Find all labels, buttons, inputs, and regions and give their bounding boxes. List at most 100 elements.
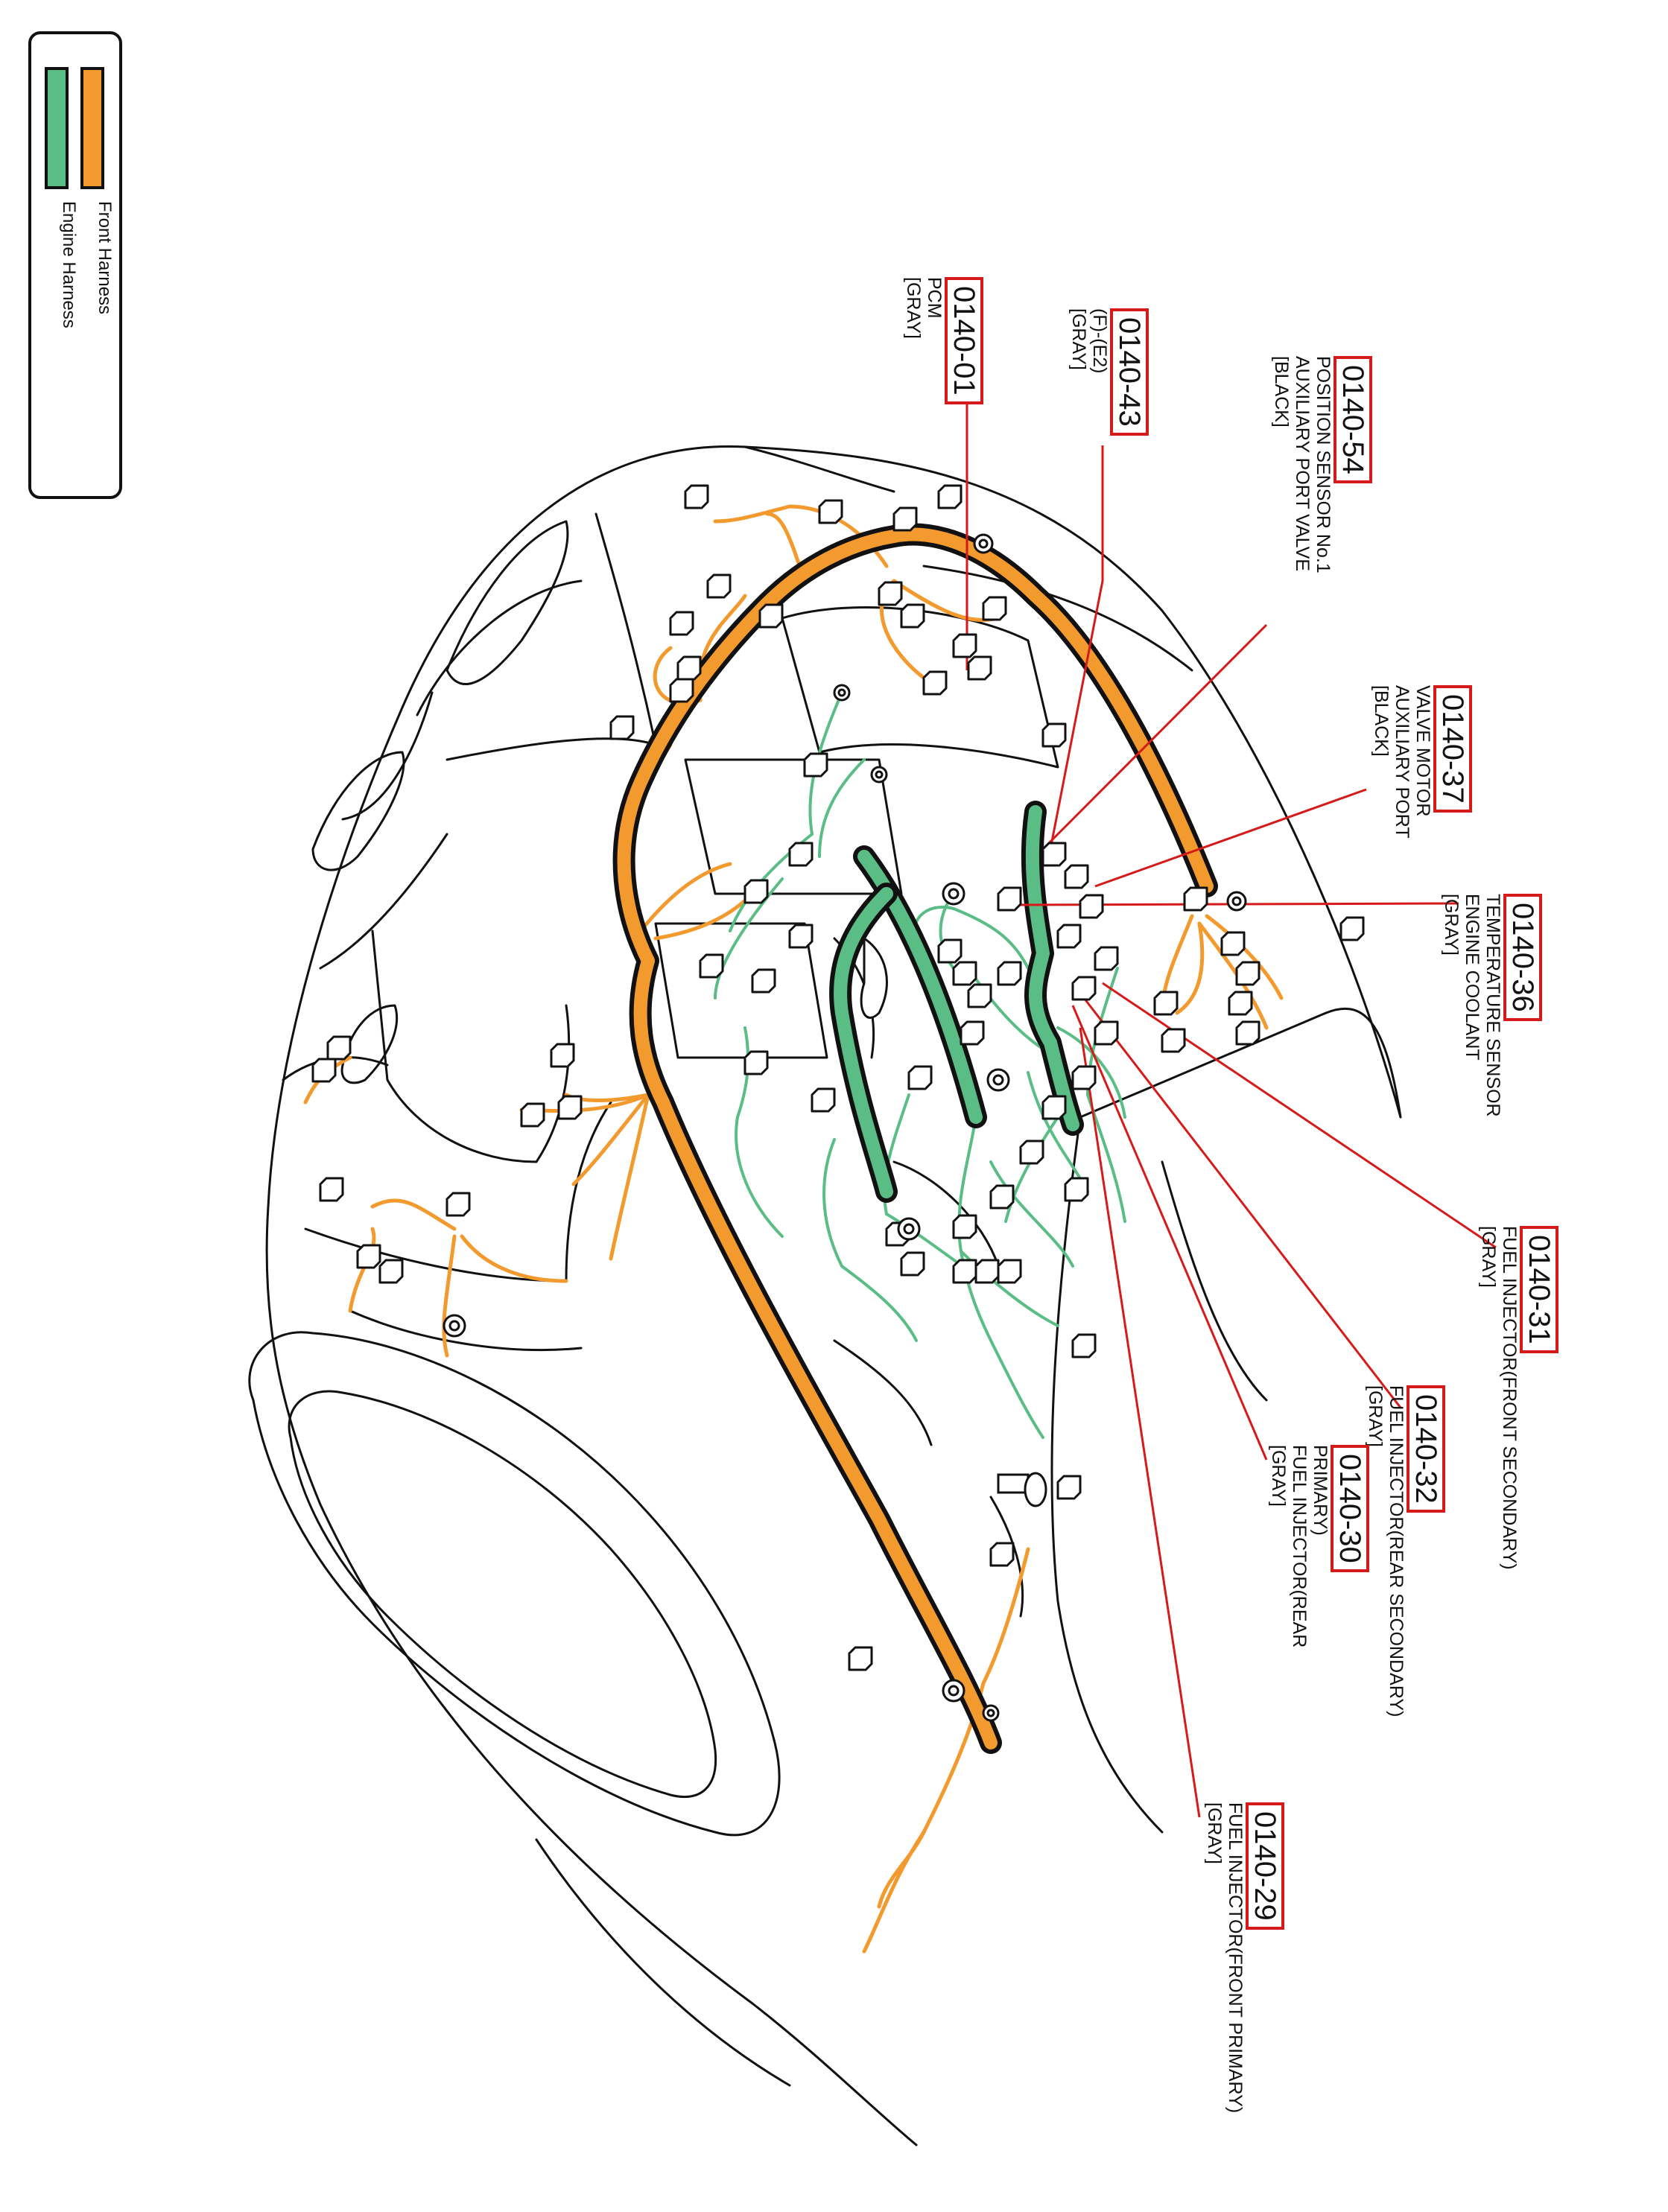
connector xyxy=(1041,842,1067,867)
ring-connectors xyxy=(443,533,1247,1722)
ring-connector xyxy=(973,533,994,554)
connector xyxy=(743,879,769,904)
connector xyxy=(952,633,977,658)
connector xyxy=(788,842,814,867)
connector xyxy=(669,611,694,636)
engine-harness-main xyxy=(829,801,1084,1203)
connector xyxy=(706,573,732,599)
callout-desc-line: [GRAY] xyxy=(1268,1445,1289,1507)
connector xyxy=(900,603,925,629)
callout-code[interactable]: 0140-30 xyxy=(1331,1445,1369,1572)
connector xyxy=(1094,1020,1119,1046)
connector xyxy=(319,1177,344,1202)
connector xyxy=(669,678,694,703)
callout-code[interactable]: 0140-01 xyxy=(945,277,983,404)
connector xyxy=(1153,991,1179,1016)
ring-connector xyxy=(986,1068,1010,1092)
connector xyxy=(952,961,977,986)
connector xyxy=(1071,1065,1097,1090)
callout-desc-line: [GRAY] xyxy=(1204,1802,1225,1864)
connector xyxy=(684,484,709,509)
callout-desc-line: VALVE MOTOR xyxy=(1412,685,1433,817)
connector xyxy=(1019,1140,1044,1165)
connector xyxy=(1161,1028,1186,1053)
connector xyxy=(997,1259,1022,1284)
connector xyxy=(1183,886,1208,912)
connector xyxy=(997,961,1022,986)
connector xyxy=(1235,1020,1260,1046)
callout-ect: 0140-36 TEMPERATURE SENSOR ENGINE COOLAN… xyxy=(1441,894,1542,1117)
callout-desc-line: [BLACK] xyxy=(1271,356,1292,428)
front-harness-swatch xyxy=(80,67,104,189)
leader-lines xyxy=(965,400,1497,1818)
connector xyxy=(1094,946,1119,971)
connector xyxy=(967,655,992,681)
callout-desc-line: [GRAY] xyxy=(1478,1226,1499,1288)
connector xyxy=(1041,722,1067,748)
connector xyxy=(1041,1095,1067,1120)
callout-desc-line: [BLACK] xyxy=(1371,685,1392,757)
ring-connector xyxy=(1226,891,1247,912)
callout-code[interactable]: 0140-31 xyxy=(1520,1226,1558,1353)
connector xyxy=(1339,916,1365,941)
connector xyxy=(356,1244,381,1269)
legend: Front Harness Engine Harness xyxy=(28,31,122,499)
callout-apv-motor: 0140-37 VALVE MOTOR AUXILIARY PORT [BLAC… xyxy=(1371,685,1472,839)
engine-harness-branches xyxy=(714,691,1126,1439)
connector xyxy=(1235,961,1260,986)
connector xyxy=(557,1095,583,1120)
connector xyxy=(982,596,1007,621)
ring-connector xyxy=(982,1704,1000,1722)
connector xyxy=(922,670,948,696)
callout-pcm: 0140-01 PCM [GRAY] xyxy=(903,277,983,404)
callout-desc-line: FUEL INJECTOR(REAR xyxy=(1289,1445,1310,1648)
connector xyxy=(520,1102,545,1128)
filler-cap xyxy=(860,936,1047,1507)
connector xyxy=(743,1050,769,1075)
connector xyxy=(378,1259,404,1284)
connector xyxy=(907,1065,933,1090)
connector xyxy=(967,983,992,1008)
connector xyxy=(676,655,702,681)
callout-desc-line: PRIMARY) xyxy=(1310,1445,1331,1536)
ring-connector xyxy=(942,1679,965,1703)
connector xyxy=(997,886,1022,912)
ring-connector xyxy=(833,684,851,702)
callout-injector-front-primary: 0140-29 FUEL INJECTOR(FRONT PRIMARY) [GR… xyxy=(1204,1802,1284,2113)
connector xyxy=(1220,931,1246,956)
connectors xyxy=(311,484,1365,1671)
connector xyxy=(811,1087,836,1113)
callout-desc-line: (F)-(E2) xyxy=(1089,308,1110,374)
connector xyxy=(974,1259,1000,1284)
front-harness-main xyxy=(612,523,1218,1754)
connector xyxy=(1071,1333,1097,1358)
callout-desc-line: [GRAY] xyxy=(1068,308,1089,370)
connector xyxy=(1064,1177,1089,1202)
connector xyxy=(818,499,843,524)
callout-injector-rear-secondary: 0140-32 FUEL INJECTOR(REAR SECONDARY) [G… xyxy=(1365,1385,1445,1717)
callout-code[interactable]: 0140-43 xyxy=(1110,308,1149,436)
connector xyxy=(892,506,918,532)
callout-f-e2: 0140-43 (F)-(E2) [GRAY] xyxy=(1068,308,1149,436)
connector xyxy=(699,953,724,979)
connector xyxy=(550,1043,575,1068)
connector xyxy=(788,924,814,949)
callout-code[interactable]: 0140-32 xyxy=(1407,1385,1445,1513)
connector xyxy=(960,1020,985,1046)
callout-code[interactable]: 0140-54 xyxy=(1334,356,1372,483)
callout-desc-line: AUXILIARY PORT xyxy=(1392,685,1412,839)
callout-desc-line: TEMPERATURE SENSOR xyxy=(1483,894,1503,1117)
connector xyxy=(751,968,776,994)
callout-code[interactable]: 0140-37 xyxy=(1433,685,1472,813)
callout-desc-line: POSITION SENSOR No.1 xyxy=(1313,356,1334,573)
connector xyxy=(326,1035,352,1061)
callout-code[interactable]: 0140-29 xyxy=(1246,1802,1284,1930)
callout-desc-line: [GRAY] xyxy=(903,277,924,339)
callout-desc-line: FUEL INJECTOR(REAR SECONDARY) xyxy=(1386,1385,1407,1717)
connector xyxy=(609,715,635,740)
connector xyxy=(803,752,828,778)
callout-code[interactable]: 0140-36 xyxy=(1503,894,1542,1021)
callout-desc-line: FUEL INJECTOR(FRONT PRIMARY) xyxy=(1225,1802,1246,2114)
connector xyxy=(952,1259,977,1284)
